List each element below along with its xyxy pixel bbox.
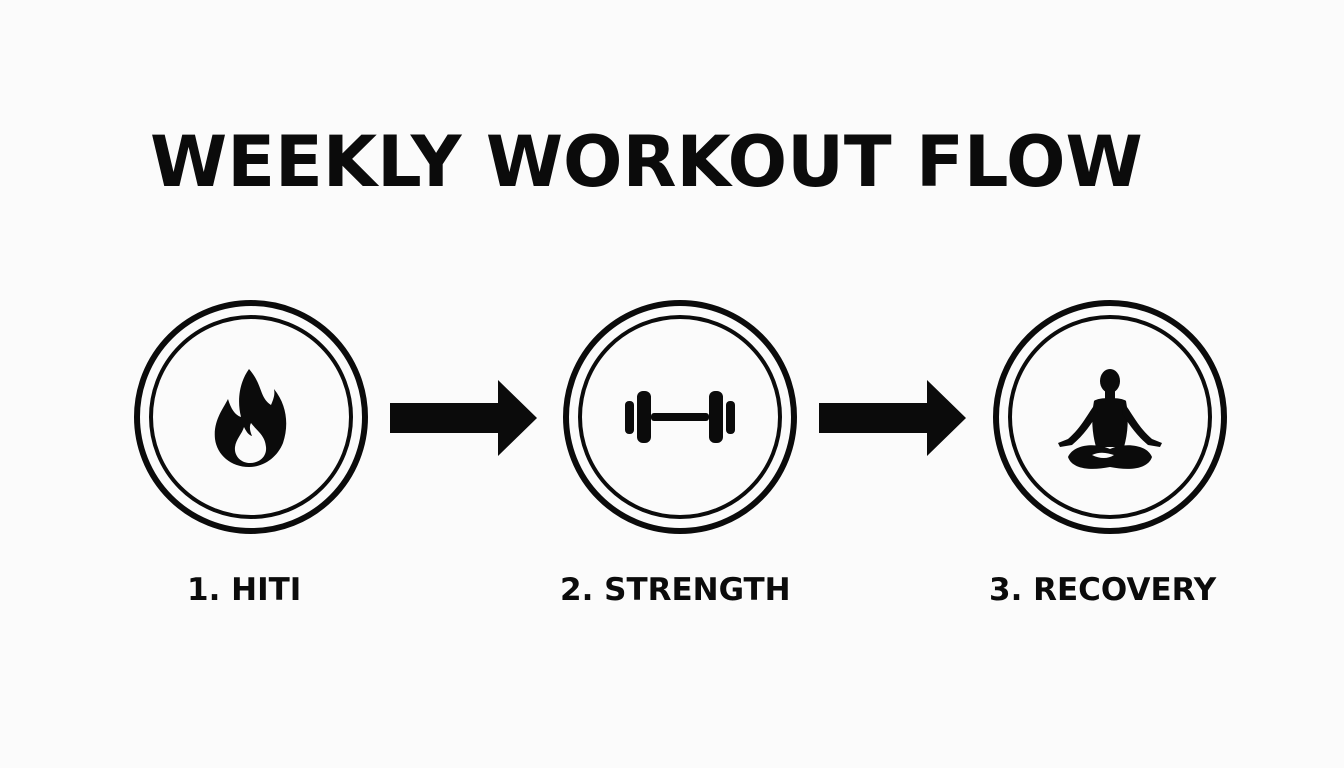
step-label-1: 1. HITI: [187, 572, 302, 608]
step-label-3: 3. RECOVERY: [989, 572, 1217, 608]
meditation-icon: [1058, 369, 1162, 469]
dumbbell-icon: [625, 391, 735, 443]
step-recovery: [990, 297, 1230, 537]
flow-arrow-1: [390, 378, 540, 458]
step-label-2: 2. STRENGTH: [560, 572, 791, 608]
flow-arrow-2: [819, 378, 969, 458]
page-title: WEEKLY WORKOUT FLOW: [150, 121, 1143, 203]
step-strength: [560, 297, 800, 537]
flame-icon: [214, 369, 287, 467]
step-hiit: [131, 297, 371, 537]
